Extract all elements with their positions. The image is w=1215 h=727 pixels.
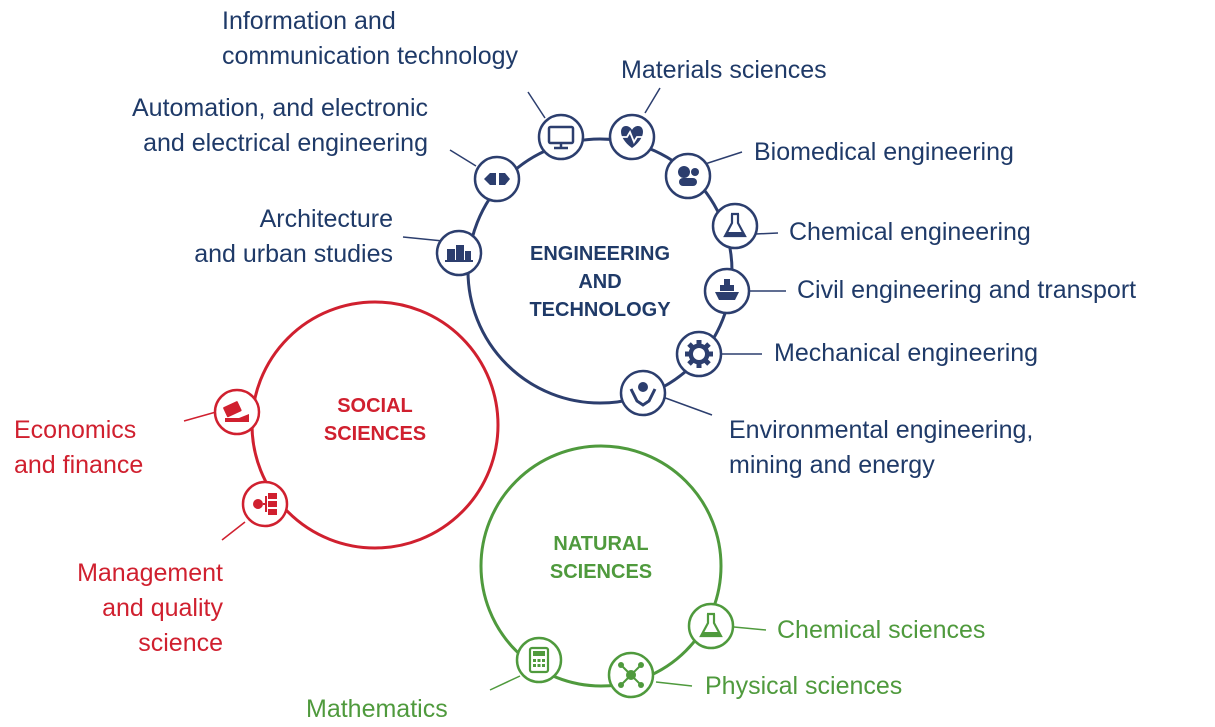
flask-icon: [711, 202, 759, 250]
label-materials-sciences: Materials sciences: [621, 56, 827, 84]
label-chemical-sciences: Chemical sciences: [777, 616, 986, 644]
pills-icon: [664, 152, 712, 200]
label-automation: Automation, and electronic and electrica…: [131, 94, 428, 157]
social-hub-line-2: SCIENCES: [323, 423, 427, 445]
connector-chemical-sci: [733, 626, 767, 631]
label-civil-engineering: Civil engineering and transport: [797, 276, 1137, 304]
gear-icon: [675, 330, 723, 378]
connector-automation: [449, 149, 477, 167]
heart-pulse-icon: [608, 113, 656, 161]
natural-hub-line-1: NATURAL: [553, 533, 649, 555]
label-physical-sciences: Physical sciences: [705, 672, 903, 700]
engineering-hub-line-2: AND: [578, 271, 622, 293]
label-economics: Economics and finance: [14, 416, 144, 479]
social-hub-line-1: SOCIAL: [337, 395, 413, 417]
connector-architecture: [402, 236, 444, 242]
org-chart-icon: [241, 480, 289, 528]
engineering-hub-line-3: TECHNOLOGY: [529, 299, 671, 321]
natural-hub-title: NATURAL SCIENCES: [516, 530, 686, 586]
buildings-icon: [435, 229, 483, 277]
calculator-icon: [515, 636, 563, 684]
flask-natural-icon: [687, 602, 735, 650]
label-biomedical-engineering: Biomedical engineering: [754, 138, 1014, 166]
hands-globe-icon: [619, 369, 667, 417]
engineering-hub-title: ENGINEERING AND TECHNOLOGY: [490, 240, 710, 324]
label-chemical-engineering: Chemical engineering: [789, 218, 1031, 246]
connector-ict: [527, 91, 546, 119]
connector-mathematics: [489, 675, 521, 691]
card-hand-icon: [213, 388, 261, 436]
connector-biomedical: [704, 151, 743, 165]
label-ict: Information and communication technology: [222, 7, 518, 70]
connector-materials: [644, 87, 661, 114]
connector-chemical-eng: [755, 232, 779, 235]
monitor-icon: [537, 113, 585, 161]
connector-physical: [655, 681, 693, 687]
label-mechanical-engineering: Mechanical engineering: [774, 339, 1039, 367]
engineering-hub-line-1: ENGINEERING: [529, 243, 671, 265]
label-management: Management and quality science: [77, 559, 223, 657]
social-hub-title: SOCIAL SCIENCES: [290, 392, 460, 448]
natural-circle: [479, 444, 723, 688]
molecule-icon: [607, 651, 655, 699]
connector-environmental: [659, 395, 713, 416]
connector-economics: [183, 411, 217, 422]
connector-management: [221, 521, 246, 541]
natural-hub-line-2: SCIENCES: [549, 561, 653, 583]
label-architecture: Architecture and urban studies: [194, 205, 393, 268]
label-environmental-engineering: Environmental engineering, mining and en…: [729, 416, 1034, 479]
ship-icon: [703, 267, 751, 315]
plug-icon: [473, 155, 521, 203]
label-mathematics: Mathematics: [306, 695, 448, 723]
